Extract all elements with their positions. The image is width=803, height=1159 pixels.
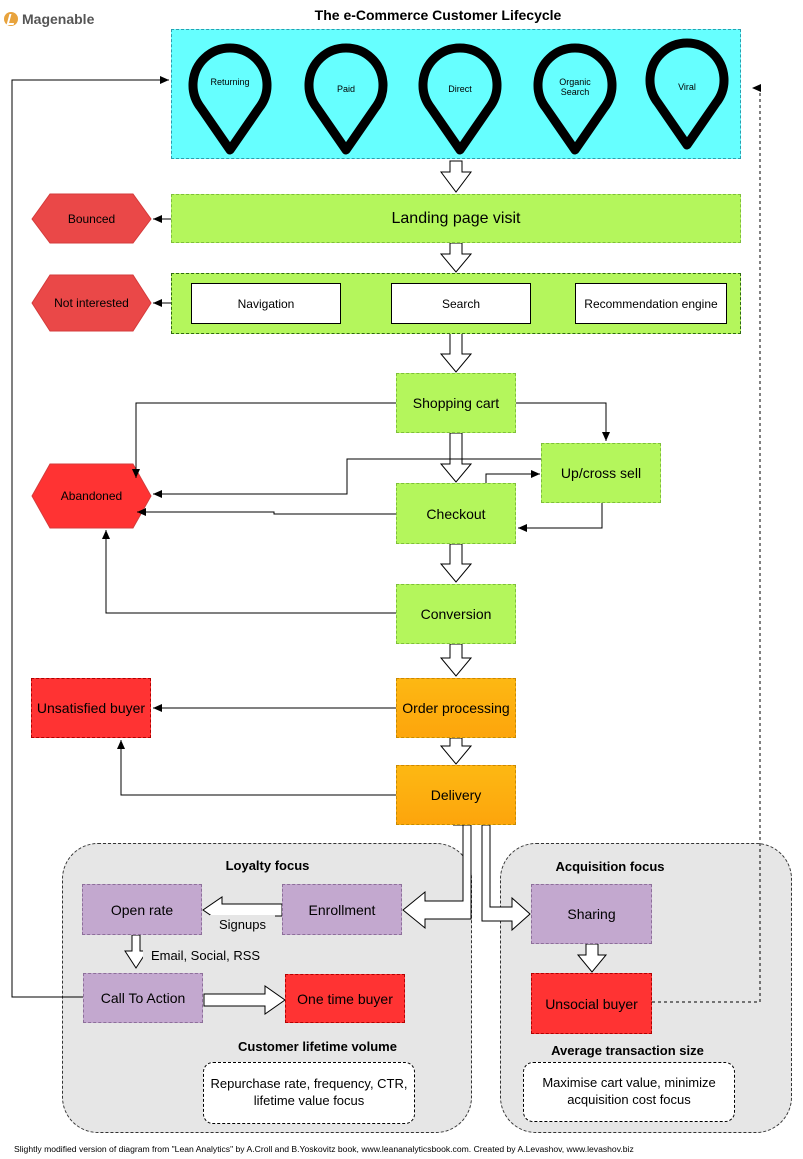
search-node: Search: [391, 283, 531, 324]
navigation-node: Navigation: [191, 283, 341, 324]
logo: Magenable: [4, 10, 94, 28]
recommendation-engine-node: Recommendation engine: [575, 283, 727, 324]
footer-credit: Slightly modified version of diagram fro…: [14, 1144, 634, 1154]
not-interested-label: Not interested: [54, 296, 129, 310]
logo-icon: [4, 12, 18, 26]
unsatisfied-buyer-node: Unsatisfied buyer: [31, 678, 151, 738]
returning-pin-icon: [188, 43, 272, 155]
source-label-line: Direct: [448, 84, 472, 94]
bounced-label: Bounced: [67, 211, 116, 226]
thin-connectors: [11, 76, 610, 998]
shopping-cart-node: Shopping cart: [396, 373, 516, 433]
one-time-buyer-node: One time buyer: [285, 974, 405, 1023]
enrollment-node: Enrollment: [282, 884, 402, 935]
unsocial-buyer-node: Unsocial buyer: [531, 973, 652, 1034]
diagram-title: The e-Commerce Customer Lifecycle: [314, 7, 562, 23]
loyalty-metric-note: Repurchase rate, frequency, CTR, lifetim…: [203, 1062, 415, 1124]
abandoned-hexagon: [31, 463, 152, 529]
upcross-sell-node: Up/cross sell: [541, 443, 661, 503]
checkout-node: Checkout: [396, 483, 516, 544]
sharing-node: Sharing: [531, 884, 652, 944]
source-label-organic-search: Organic Search: [535, 77, 615, 98]
acquisition-focus-title: Acquisition focus: [555, 858, 665, 874]
source-label-line: Organic: [559, 77, 591, 87]
order-processing-node: Order processing: [396, 678, 516, 738]
bounced-hexagon: [31, 193, 152, 244]
viral-pin-icon: [645, 38, 729, 150]
call-to-action-node: Call To Action: [83, 973, 203, 1023]
landing-page-visit-node: Landing page visit: [171, 194, 741, 243]
average-transaction-size-title: Average transaction size: [551, 1042, 704, 1058]
not-interested-hexagon: [31, 274, 152, 332]
source-label-line: Returning: [210, 77, 250, 87]
viral-loop-connector: [652, 84, 761, 1003]
email-social-rss-edge-label: Email, Social, RSS: [143, 946, 268, 964]
conversion-node: Conversion: [396, 584, 516, 644]
open-rate-node: Open rate: [82, 884, 202, 935]
acquisition-metric-note: Maximise cart value, minimize acquisitio…: [523, 1062, 735, 1122]
delivery-node: Delivery: [396, 765, 516, 825]
source-label-paid: Paid: [306, 84, 386, 94]
signups-edge-label: Signups: [210, 915, 275, 933]
direct-pin-icon: [418, 43, 502, 155]
paid-pin-icon: [304, 43, 388, 155]
source-label-direct: Direct: [420, 84, 500, 94]
source-label-line: Paid: [336, 84, 355, 94]
source-label-returning: Returning: [190, 77, 270, 87]
source-label-viral: Viral: [647, 82, 727, 92]
customer-lifetime-volume-title: Customer lifetime volume: [238, 1038, 397, 1054]
logo-text: Magenable: [22, 11, 95, 27]
organic-search-pin-icon: [533, 43, 617, 155]
source-label-line: Viral: [678, 82, 696, 92]
abandoned-label: Abandoned: [60, 489, 123, 503]
loyalty-focus-title: Loyalty focus: [225, 857, 310, 873]
flow-arrows: [124, 160, 608, 1015]
source-label-line: Search: [560, 87, 590, 98]
